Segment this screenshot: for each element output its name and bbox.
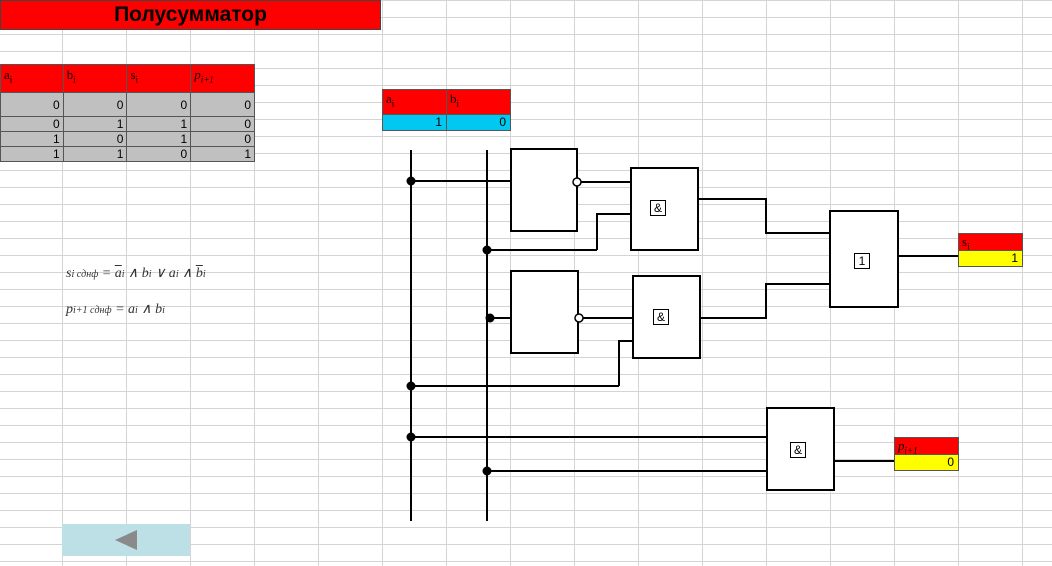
and-gate-2-symbol: & [653, 309, 669, 325]
formula-sum: si сднф = ai ∧ bi ∨ ai ∧ bi [66, 266, 206, 281]
table-cell: 1 [0, 146, 64, 162]
header-a: ai [0, 64, 64, 93]
header-p: pi+1 [190, 64, 255, 93]
junction-dot [406, 432, 416, 442]
or-gate-symbol: 1 [854, 253, 870, 269]
table-cell: 1 [62, 116, 128, 132]
junction-dot [485, 313, 495, 323]
inverter-bubble-b [574, 313, 584, 323]
input-b-value[interactable]: 0 [446, 114, 511, 131]
page-title: Полусумматор [0, 0, 381, 30]
table-cell: 1 [62, 146, 128, 162]
truth-table-header: ai bi si pi+1 [0, 64, 255, 93]
junction-dot [406, 176, 416, 186]
junction-dot [482, 245, 492, 255]
triangle-left-icon [115, 530, 137, 550]
table-row: 0 1 1 0 [0, 116, 255, 132]
and-gate-1-symbol: & [650, 200, 666, 216]
table-cell: 1 [0, 131, 64, 147]
table-cell: 0 [0, 92, 64, 117]
table-row: 1 1 0 1 [0, 146, 255, 162]
truth-table: ai bi si pi+1 0 0 0 0 0 1 1 0 1 0 1 0 1 … [0, 64, 255, 162]
back-button[interactable] [62, 524, 190, 556]
output-s-label: si [958, 233, 1023, 252]
header-s: si [126, 64, 192, 93]
not-gate-b [510, 270, 579, 354]
output-p-value: 0 [894, 454, 959, 471]
table-cell: 1 [190, 146, 255, 162]
table-cell: 0 [190, 131, 255, 147]
table-row: 1 0 1 0 [0, 131, 255, 147]
formula-carry: pi+1 сднф = ai ∧ bi [66, 302, 165, 317]
not-gate-a [510, 148, 578, 232]
table-cell: 1 [126, 116, 192, 132]
input-a-value[interactable]: 1 [382, 114, 447, 131]
and-gate-3-symbol: & [790, 442, 806, 458]
table-row: 0 0 0 0 [0, 92, 255, 117]
table-cell: 0 [126, 92, 192, 117]
junction-dot [406, 381, 416, 391]
table-cell: 0 [126, 146, 192, 162]
table-cell: 1 [126, 131, 192, 147]
output-p-label: pi+1 [894, 437, 959, 456]
junction-dot [482, 466, 492, 476]
output-s-value: 1 [958, 250, 1023, 267]
header-b: bi [62, 64, 128, 93]
inverter-bubble-a [572, 177, 582, 187]
table-cell: 0 [190, 116, 255, 132]
